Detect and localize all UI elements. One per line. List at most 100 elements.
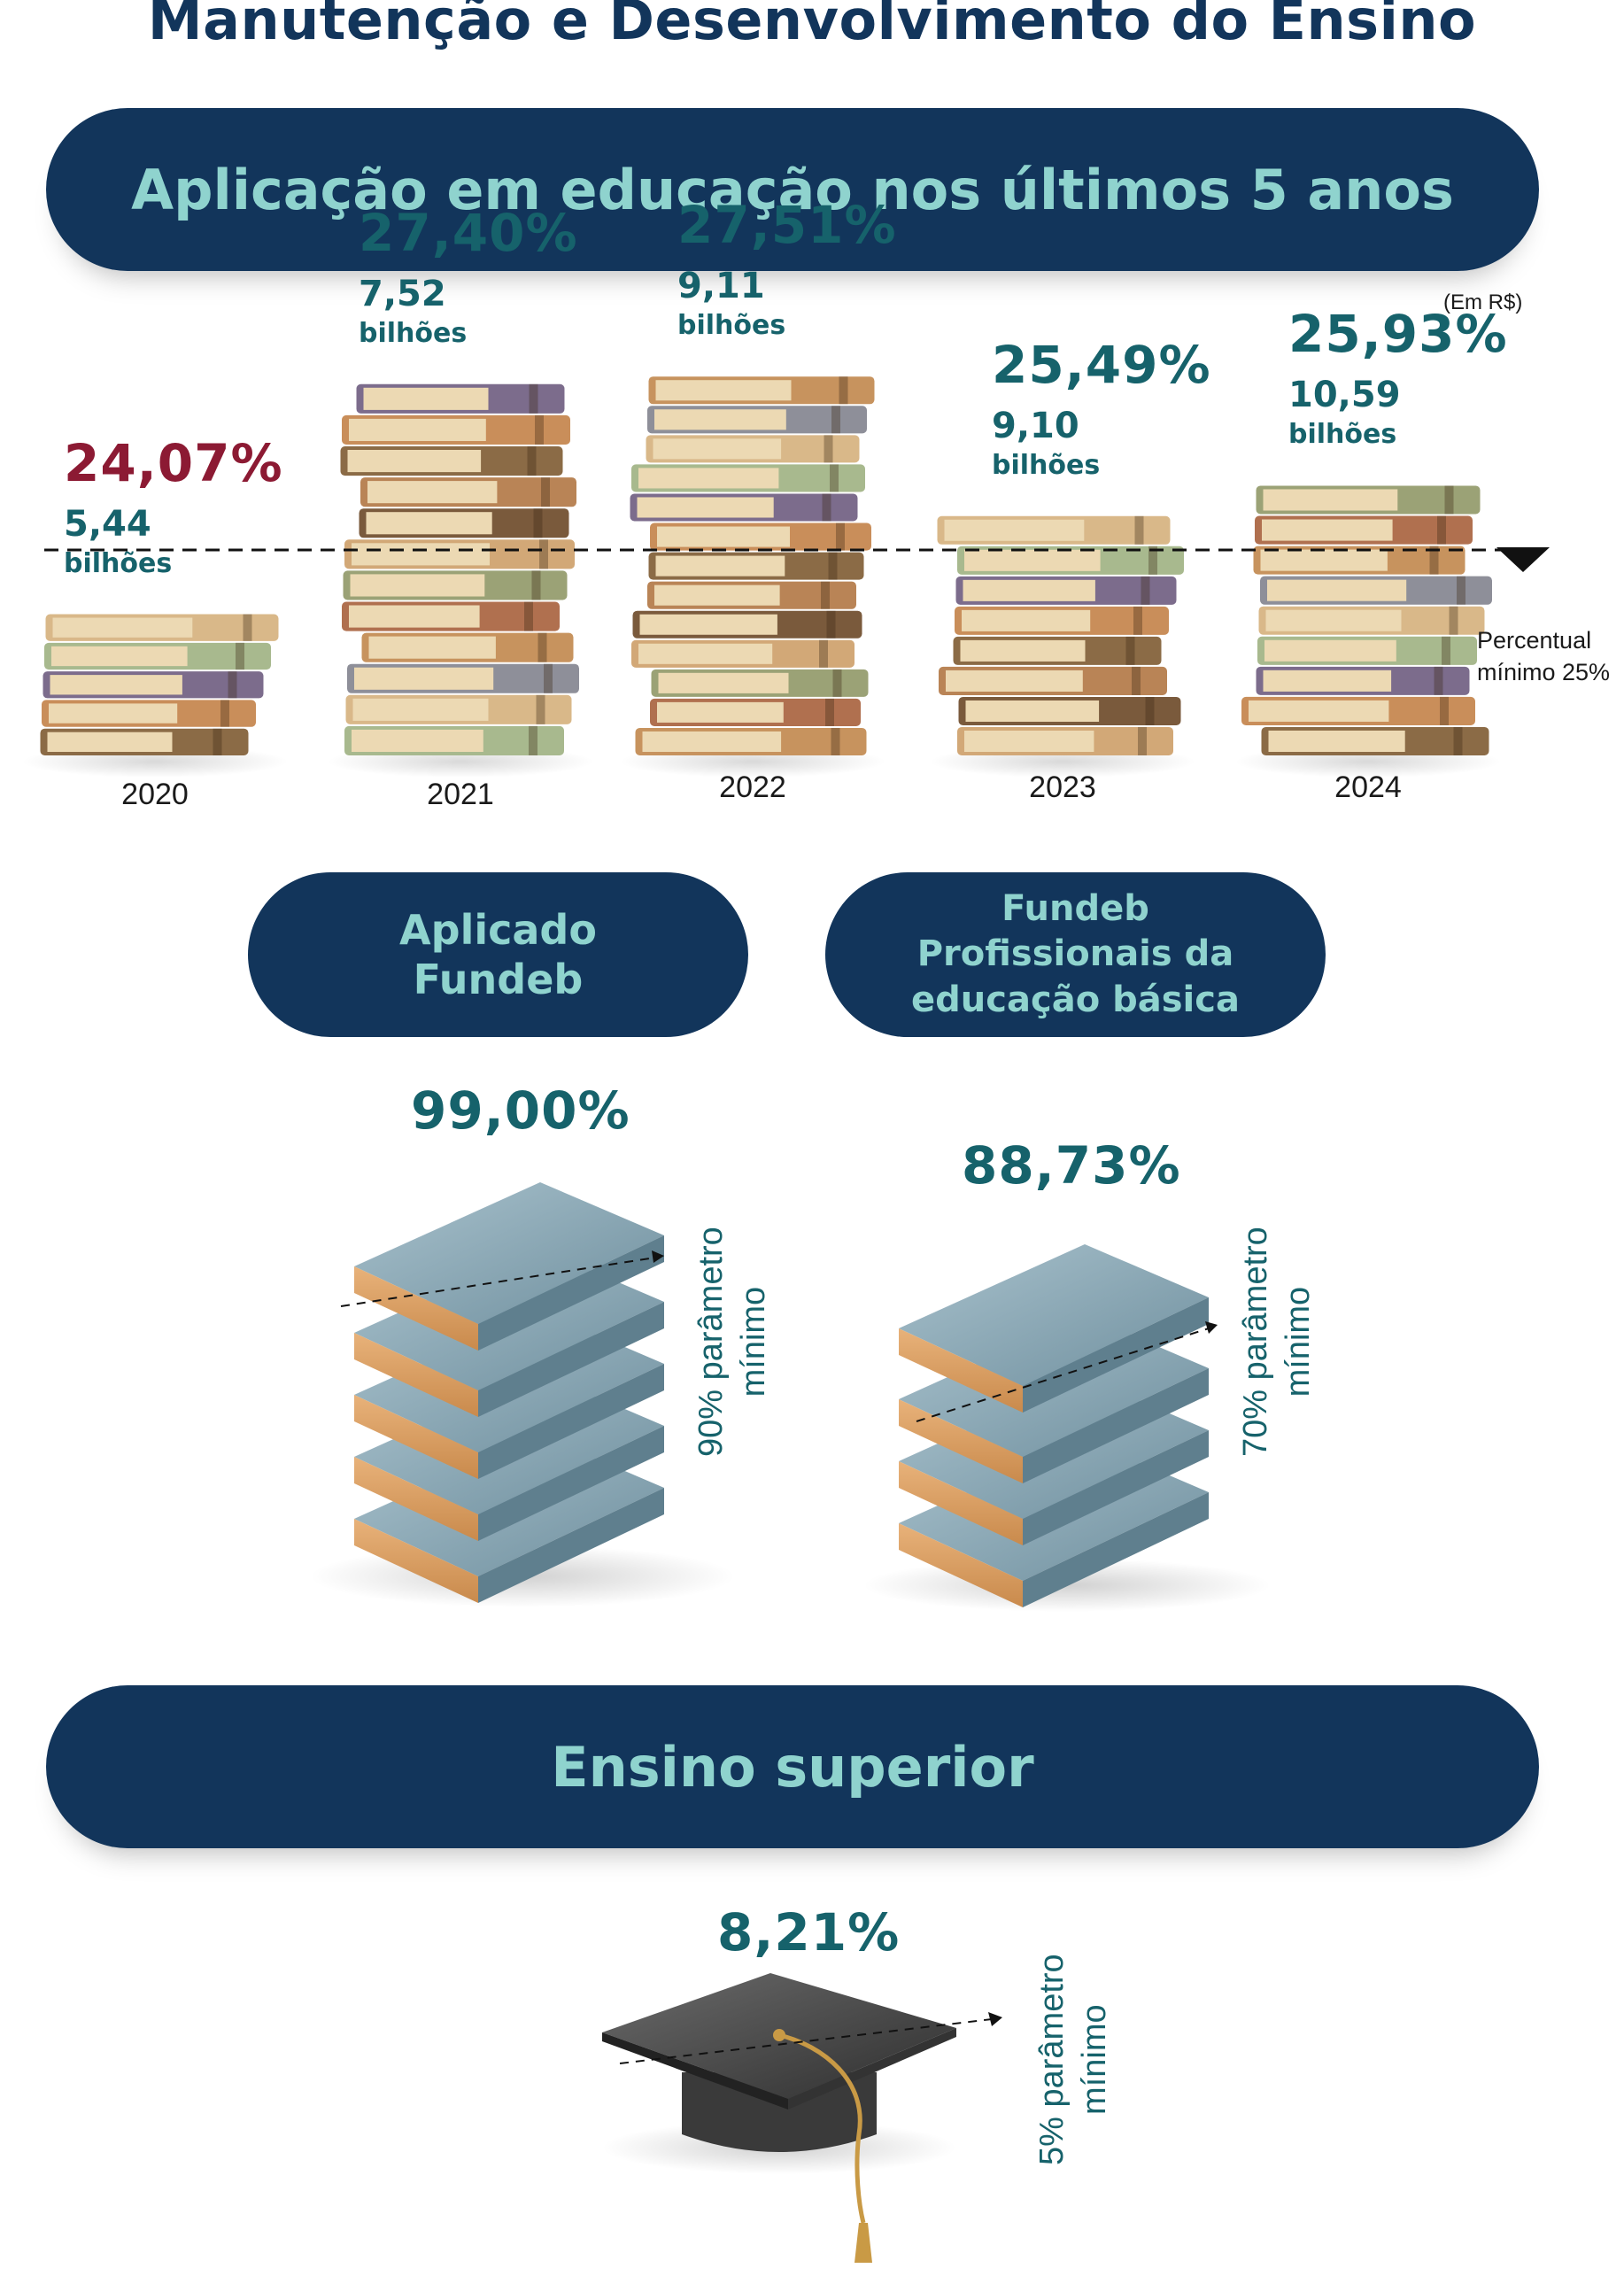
threshold-label-line1: Percentual (1477, 627, 1592, 654)
ensino-param-line2: mínimo (1075, 2004, 1113, 2115)
book (1260, 576, 1492, 605)
aplicado-param-label: 90% parâmetro mínimo (691, 1227, 775, 1457)
year-label: 2022 (719, 770, 786, 804)
book (342, 414, 570, 445)
unit-label: bilhões (992, 449, 1101, 481)
banner-ensino-superior-label: Ensino superior (551, 1734, 1034, 1800)
book (344, 539, 575, 569)
book (359, 508, 569, 538)
banner-top: Aplicação em educação nos últimos 5 anos (46, 108, 1539, 271)
book (955, 606, 1169, 635)
value-label: 7,52 (359, 273, 446, 314)
book (632, 610, 862, 639)
aplicado-param-arrow (340, 1257, 656, 1307)
profissionais-param-label: 70% parâmetro mínimo (1235, 1227, 1319, 1457)
ensino-superior-value: 8,21% (717, 1902, 901, 1962)
book (646, 435, 860, 463)
book (45, 614, 279, 641)
book (343, 570, 568, 600)
unit-label: bilhões (64, 547, 173, 579)
book-stack-2022 (620, 376, 885, 778)
ensino-superior-param-label: 5% parâmetro mínimo (1032, 1954, 1116, 2165)
pill-aplicado-line1: Aplicado (399, 905, 597, 954)
reference-marker-triangle (1496, 547, 1550, 572)
book (43, 671, 264, 699)
book (42, 700, 256, 727)
book (958, 696, 1181, 725)
book (1257, 636, 1477, 665)
book-stack-2021 (328, 383, 593, 778)
book (40, 728, 249, 755)
year-label: 2021 (427, 778, 494, 811)
aplicado-param-line1: 90% parâmetro (692, 1227, 730, 1457)
book (650, 523, 871, 551)
value-label: 10,59 (1288, 375, 1401, 416)
year-label: 2023 (1029, 770, 1096, 804)
aplicado-book-stack (310, 1182, 735, 1607)
threshold-label-line2: mínimo 25% (1477, 659, 1611, 686)
unit-label: bilhões (677, 310, 786, 342)
book (344, 725, 564, 755)
banner-ensino-superior: Ensino superior (46, 1685, 1539, 1848)
value-label: 9,10 (992, 405, 1079, 446)
book (651, 669, 869, 697)
percent-label: 25,49% (992, 334, 1211, 395)
book (635, 727, 867, 755)
book (356, 383, 565, 414)
pill-fundeb-profissionais: Fundeb Profissionais da educação básica (825, 872, 1326, 1037)
book (648, 552, 864, 580)
profissionais-param-arrow (916, 1328, 1210, 1422)
book-stack-2023 (930, 515, 1195, 778)
pill-aplicado-fundeb: Aplicado Fundeb (248, 872, 748, 1037)
profissionais-book-stack (863, 1244, 1271, 1612)
pill-prof-line3: educação básica (911, 979, 1240, 1020)
book (1253, 546, 1465, 575)
book (340, 446, 563, 476)
book (360, 477, 576, 507)
book (650, 698, 861, 726)
percent-label: 24,07% (64, 432, 283, 493)
pill-prof-line1: Fundeb (1001, 888, 1149, 930)
threshold-label: Percentual mínimo 25% (1477, 624, 1610, 689)
blue-book (899, 1244, 1209, 1413)
book (44, 642, 271, 670)
book (647, 581, 856, 609)
page-title: Manutenção e Desenvolvimento do Ensino (147, 0, 1477, 52)
book (648, 376, 875, 405)
book (1261, 726, 1489, 755)
value-label: 5,44 (64, 503, 151, 545)
banner-top-label: Aplicação em educação nos últimos 5 anos (131, 157, 1454, 222)
aplicado-fundeb-value: 99,00% (411, 1080, 630, 1141)
profissionais-value: 88,73% (962, 1135, 1181, 1196)
book (937, 515, 1171, 545)
book-stack-chart (22, 376, 1550, 778)
percent-label: 27,51% (677, 195, 897, 256)
book (1256, 485, 1481, 515)
book (347, 663, 579, 693)
aplicado-param-line2: mínimo (734, 1286, 772, 1397)
profissionais-param-line1: 70% parâmetro (1237, 1227, 1274, 1457)
book (1241, 696, 1475, 725)
book (1255, 515, 1473, 545)
book-stack-2020 (22, 614, 288, 778)
book (953, 636, 1162, 665)
book (939, 666, 1167, 695)
pill-aplicado-line2: Fundeb (413, 956, 584, 1003)
ensino-param-line1: 5% parâmetro (1033, 1954, 1071, 2165)
percent-label: 27,40% (359, 202, 578, 263)
unit-label: bilhões (1288, 419, 1397, 451)
book (361, 632, 574, 662)
book-stack-2024 (1235, 485, 1501, 778)
book (957, 546, 1184, 575)
year-label: 2020 (121, 778, 189, 811)
book (955, 576, 1177, 605)
profissionais-param-line2: mínimo (1279, 1286, 1317, 1397)
unit-label: bilhões (359, 317, 468, 349)
percent-label: 25,93% (1288, 304, 1508, 365)
book (342, 601, 560, 631)
book (1256, 666, 1470, 695)
book (1258, 606, 1485, 635)
book (647, 406, 867, 434)
year-label: 2024 (1334, 770, 1402, 804)
graduation-cap-icon (602, 1973, 1002, 2263)
